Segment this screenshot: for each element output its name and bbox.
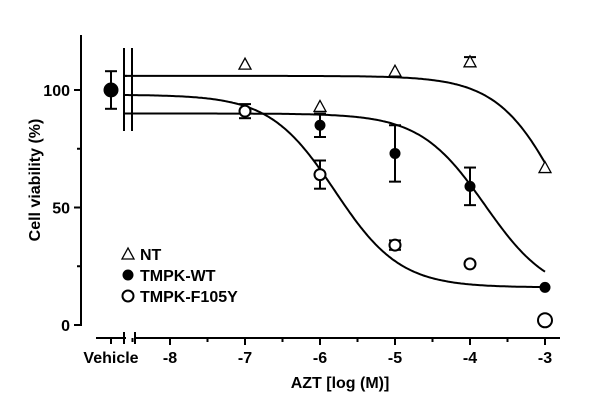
legend-label-tmpk-wt: TMPK-WT [140, 268, 216, 285]
legend-marker-nt [120, 246, 136, 260]
axes: 0 50 100 -8 -7 -6 -5 -4 -3 Vehicle [43, 35, 560, 367]
point-tmpk-wt [539, 281, 551, 293]
legend: NT TMPK-WT TMPK-F105Y [120, 246, 238, 306]
point-tmpk-f105y [388, 238, 402, 252]
vehicle-point [103, 82, 119, 98]
point-nt [537, 160, 553, 174]
y-tick-label: 0 [61, 318, 70, 335]
point-tmpk-f105y [537, 312, 553, 329]
legend-label-tmpk-f105y: TMPK-F105Y [140, 289, 238, 306]
x-tick-label: -5 [388, 350, 402, 367]
y-axis-title: Cell viability (%) [27, 119, 44, 242]
point-tmpk-f105y [238, 104, 252, 118]
x-tick-label: -6 [313, 350, 327, 367]
data-marks [103, 54, 553, 329]
fit-curves [125, 74, 546, 289]
point-nt [387, 63, 403, 77]
x-tick-label: -4 [463, 350, 477, 367]
fit-curve-nt [125, 74, 546, 164]
x-tick-label: -8 [163, 350, 177, 367]
legend-label-nt: NT [140, 247, 162, 264]
point-tmpk-wt [389, 147, 401, 159]
legend-marker-tmpk-wt [122, 269, 134, 281]
x-axis-title: AZT [log (M)] [291, 375, 390, 392]
point-nt [237, 56, 253, 70]
point-tmpk-wt [314, 119, 326, 131]
point-tmpk-f105y [313, 168, 327, 182]
point-tmpk-wt [464, 180, 476, 192]
point-nt [462, 54, 478, 68]
legend-marker-tmpk-f105y [121, 289, 135, 303]
x-tick-label: -3 [538, 350, 552, 367]
fit-curve-tmpk-f105y [125, 94, 545, 289]
y-tick-label: 100 [43, 83, 70, 100]
fit-curve-tmpk-wt [125, 112, 546, 273]
vehicle-tick-label: Vehicle [83, 350, 138, 367]
y-tick-label: 50 [52, 201, 70, 218]
x-tick-label: -7 [238, 350, 252, 367]
point-tmpk-f105y [463, 257, 477, 271]
point-nt [312, 99, 328, 113]
